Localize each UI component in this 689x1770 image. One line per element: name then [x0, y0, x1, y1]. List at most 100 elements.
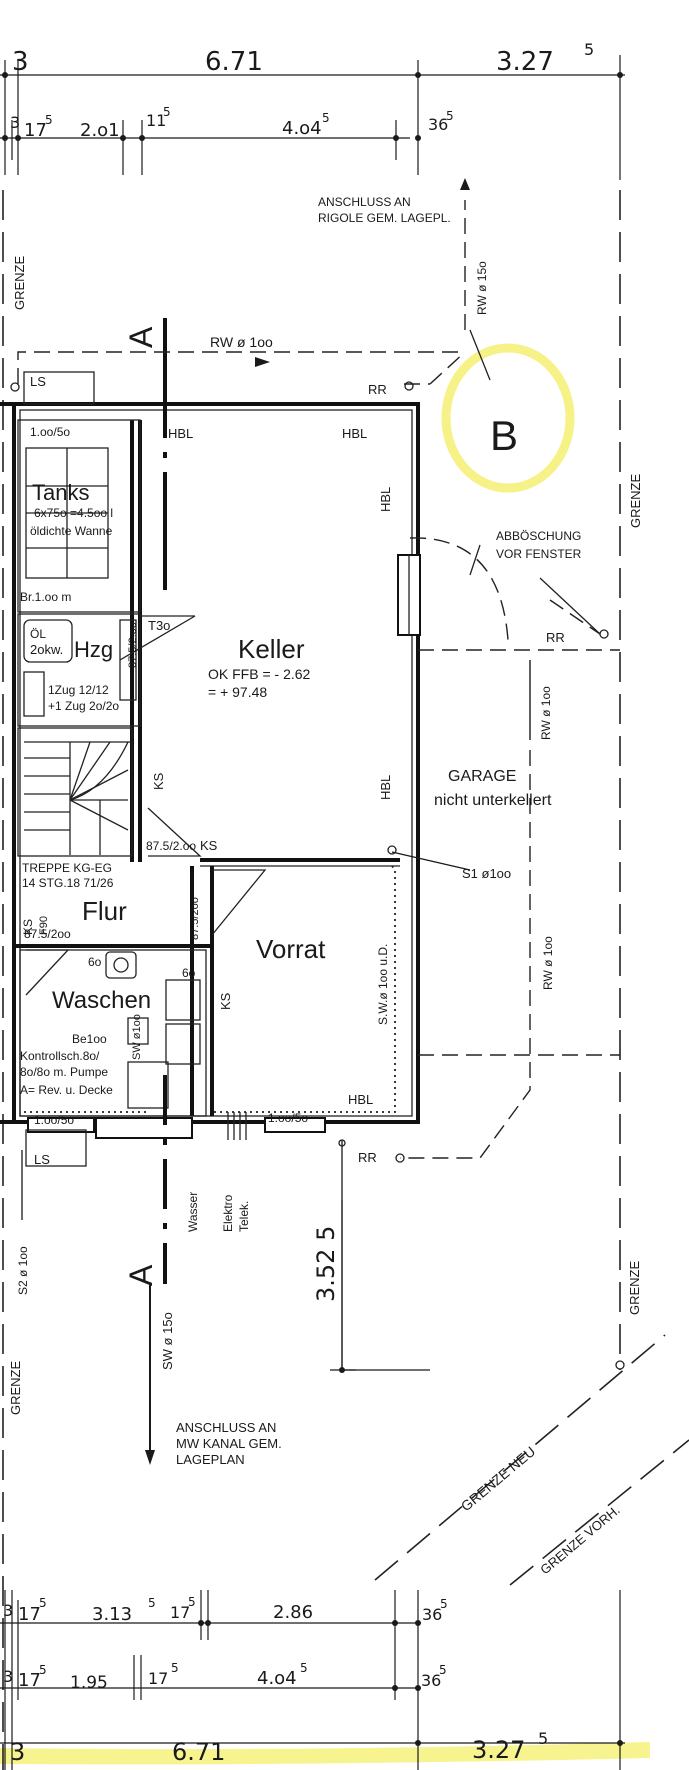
- stairs-steps: 14 STG.18 71/26: [22, 876, 114, 890]
- dim-top2-a: 3: [10, 113, 20, 132]
- dim-bot1-d-sup: 5: [188, 1595, 196, 1609]
- dim-bot1-e: 2.86: [273, 1602, 313, 1623]
- garage-label: GARAGE: [448, 768, 516, 785]
- heating-symbols: [23, 615, 196, 717]
- grenze-vorh-label: GRENZE VORH.: [537, 1502, 622, 1577]
- chimney-flue2: +1 Zug 2o/2o: [48, 699, 119, 713]
- dim-top2-b-sup: 5: [45, 113, 53, 127]
- waschen-window: 1.oo/5o: [34, 1113, 74, 1127]
- keller-name: Keller: [238, 634, 305, 664]
- vorrat-sw-pipe: S.W.ø 1oo u.D.: [376, 944, 390, 1025]
- staircase: [24, 741, 130, 855]
- waschen-name: Waschen: [52, 987, 151, 1014]
- dim-bot1-f: 36: [422, 1605, 442, 1624]
- waschen-inspection-2: 8o/8o m. Pumpe: [20, 1065, 108, 1079]
- drainage-lines: [10, 178, 625, 1465]
- dim-bot3-a: 3: [10, 1738, 25, 1766]
- dim-bot2-b-sup: 5: [39, 1663, 47, 1677]
- dim-bot1-a: 3: [3, 1601, 13, 1620]
- waschen-inspection-1: Kontrollsch.8o/: [20, 1049, 100, 1063]
- laundry-fixtures: [105, 951, 201, 1109]
- dim-top2-d: 11: [146, 111, 166, 130]
- dim-bot3-b: 6.71: [172, 1738, 225, 1766]
- dim-top2-d-sup: 5: [163, 105, 171, 119]
- hzg-name: Hzg: [74, 637, 113, 662]
- rr-middle: RR: [546, 630, 565, 645]
- dim-bot1-d: 17: [170, 1603, 190, 1622]
- dim-top2-f: 36: [428, 115, 448, 134]
- dim-bot1-b-sup: 5: [39, 1596, 47, 1610]
- boeschung-note-1: ABBÖSCHUNG: [496, 529, 581, 543]
- keller-abs-level: = + 97.48: [208, 684, 267, 700]
- flur-ks-left: KS: [21, 919, 35, 935]
- rw-100a-label: RW ø 1oo: [539, 686, 553, 740]
- tanks-top-dim: 1.oo/5o: [30, 425, 70, 439]
- waschen-be: Be1oo: [72, 1032, 107, 1046]
- hzg-side-dim: 87.5/2.oo: [127, 622, 139, 668]
- dim-bot2-c: 1.95: [70, 1673, 108, 1693]
- rw-top-label: RW ø 1oo: [210, 334, 273, 350]
- kanal-note-3: LAGEPLAN: [176, 1452, 245, 1467]
- grenze-right-bottom: GRENZE: [627, 1261, 642, 1316]
- section-a-bottom: A: [123, 1264, 159, 1286]
- waschen-inspection-3: A= Rev. u. Decke: [20, 1083, 113, 1097]
- rigole-note-2: RIGOLE GEM. LAGEPL.: [318, 211, 451, 225]
- dim-bot2-b: 17: [18, 1670, 41, 1691]
- tanks-door-width: Br.1.oo m: [20, 590, 71, 604]
- waschen-dim-2: 6o: [182, 966, 196, 980]
- grenze-left-top: GRENZE: [12, 256, 27, 311]
- section-a-top: A: [123, 326, 159, 348]
- dim-bot1-b: 17: [18, 1604, 41, 1625]
- flur-name: Flur: [82, 896, 127, 926]
- wasser-entry: Wasser: [186, 1192, 200, 1232]
- rigole-note-1: ANSCHLUSS AN: [318, 195, 411, 209]
- ls-bottom: LS: [34, 1152, 50, 1167]
- s1-pipe-label: S1 ø1oo: [462, 866, 511, 881]
- vorrat-hbl: HBL: [348, 1092, 373, 1107]
- mark-b: B: [490, 412, 518, 459]
- garage-note: nicht unterkellert: [434, 792, 552, 809]
- dim-top1-c: 3.27: [496, 47, 554, 77]
- oel-label: ÖL: [30, 627, 46, 641]
- keller-floor-level: OK FFB = - 2.62: [208, 666, 311, 682]
- utility-entries: [227, 1112, 247, 1140]
- grenze-left-bottom: GRENZE: [8, 1361, 23, 1416]
- waschen-sw-pipe: SW ø1oo: [131, 1014, 143, 1060]
- dim-top2-e: 4.o4: [282, 118, 322, 139]
- grenze-right: GRENZE: [628, 474, 643, 529]
- chimney-flue1: 1Zug 12/12: [48, 683, 109, 697]
- elektro-entry: Elektro: [221, 1194, 235, 1232]
- keller-ks: KS: [151, 772, 166, 790]
- dim-top1-a: 3: [12, 47, 29, 77]
- keller-hbl-lower: HBL: [378, 775, 393, 800]
- kanal-note-1: ANSCHLUSS AN: [176, 1420, 276, 1435]
- rw-100b-label: RW ø 1oo: [541, 936, 555, 990]
- s2-pipe-label: S2 ø 1oo: [16, 1246, 30, 1295]
- tanks-volume: 6x75o =4.5oo l: [34, 506, 113, 520]
- dim-bot2-a: 3: [3, 1667, 13, 1686]
- rr-bottom: RR: [358, 1150, 377, 1165]
- keller-hbl-right: HBL: [342, 426, 367, 441]
- building-walls: [0, 371, 421, 1167]
- dim-top2-e-sup: 5: [322, 111, 330, 125]
- kanal-note-2: MW KANAL GEM.: [176, 1436, 282, 1451]
- stairs-title: TREPPE KG-EG: [22, 861, 112, 875]
- dim-bot3-c: 3.27: [472, 1736, 525, 1764]
- boeschung-note-2: VOR FENSTER: [496, 547, 582, 561]
- flur-ks-top: KS: [200, 838, 218, 853]
- bottom-dimension-lines: [0, 1200, 625, 1770]
- dim-bot1-c: 3.13: [92, 1604, 132, 1625]
- waschen-dim-1: 6o: [88, 955, 102, 969]
- t30-door: T3o: [148, 618, 170, 633]
- dim-vertical: 3.52 5: [312, 1226, 340, 1302]
- keller-hbl-wall: HBL: [378, 487, 393, 512]
- vorrat-name: Vorrat: [256, 934, 326, 964]
- vorrat-ks: KS: [218, 992, 233, 1010]
- tanks-sealed: öldichte Wanne: [30, 524, 113, 538]
- rw-150-label: RW ø 15o: [475, 261, 489, 315]
- stairs-door-dim: 87.5/2.oo: [146, 839, 196, 853]
- dim-bot1-c-sup: 5: [148, 1596, 156, 1610]
- grenze-neu-label: GRENZE NEU: [458, 1443, 539, 1514]
- top-dimension-lines: [0, 55, 625, 180]
